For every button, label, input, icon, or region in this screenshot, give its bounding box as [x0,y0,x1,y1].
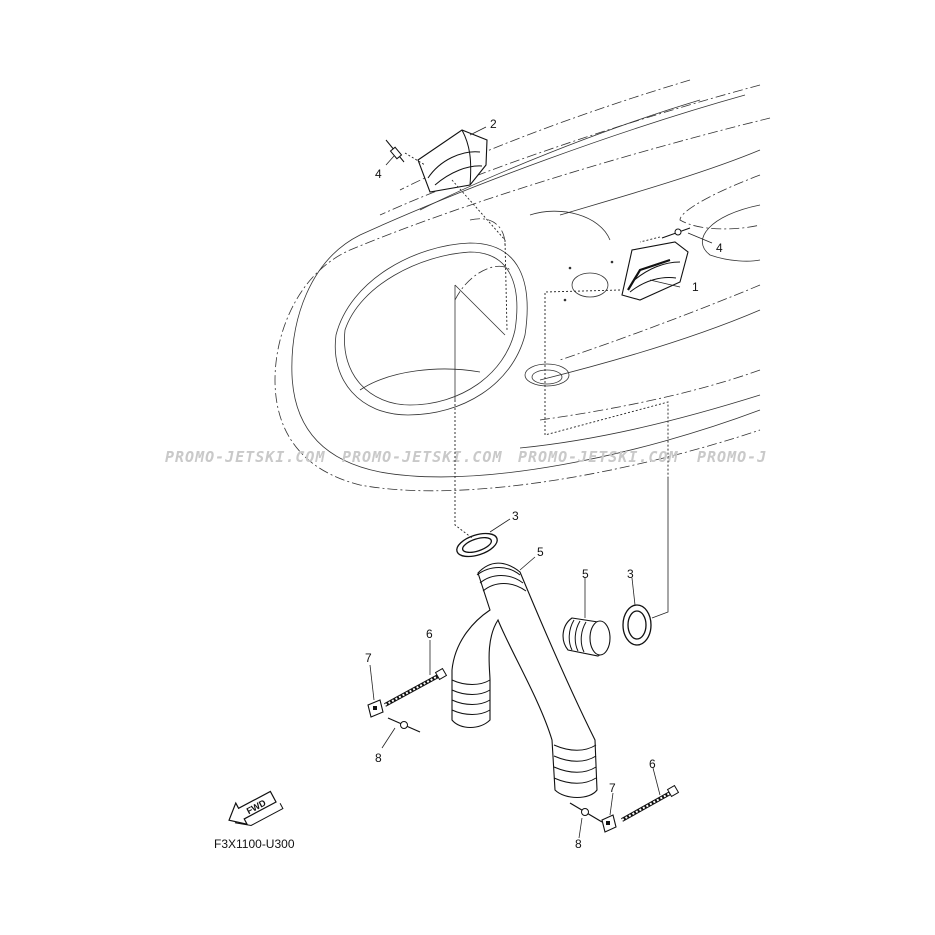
callout-8-left: 8 [375,751,382,765]
watermark-text-1: PROMO-JETSKI.COM [165,448,326,466]
part-7-holder-right [601,814,617,833]
fwd-arrow: FWD [228,790,284,826]
watermark-text-4: PROMO-J [697,448,767,466]
part-4-screw-right [661,227,691,239]
callout-1: 1 [692,280,699,294]
hull-outline [274,79,771,492]
part-8-rivet-right [569,802,603,823]
assembly-guide-lines [404,152,669,619]
callout-labels: 1 2 3 3 4 4 5 5 6 6 7 7 8 8 [365,117,723,851]
callout-8-right: 8 [575,837,582,851]
part-6-cable-tie-left [384,667,448,707]
watermark-text-3: PROMO-JETSKI.COM [518,448,679,466]
diagram-code: F3X1100-U300 [214,837,295,851]
part-8-rivet-left [387,717,421,733]
callout-2: 2 [490,117,497,131]
part-5-duct-hose-main [451,562,598,799]
part-7-holder-left [367,699,384,718]
callout-5-main: 5 [537,545,544,559]
callout-leaders [369,126,713,839]
callout-4-right: 4 [716,241,723,255]
callout-6-right: 6 [649,757,656,771]
callout-7-right: 7 [609,781,616,795]
callout-5-short: 5 [582,567,589,581]
part-3-seal-left [456,532,498,558]
part-3-seal-right [622,604,652,646]
callout-3-right: 3 [627,567,634,581]
callout-6-left: 6 [426,627,433,641]
part-4-screw-upper [385,139,405,163]
callout-4-upper: 4 [375,167,382,181]
part-5-duct-hose-short [562,617,611,657]
watermark-text-2: PROMO-JETSKI.COM [342,448,503,466]
part-6-cable-tie-right [621,784,680,822]
part-2-vent-cover [417,129,488,193]
callout-7-left: 7 [365,651,372,665]
part-1-vent-cover [621,241,689,301]
watermark: PROMO-JETSKI.COM PROMO-JETSKI.COM PROMO-… [165,448,767,466]
callout-3-upper: 3 [512,509,519,523]
